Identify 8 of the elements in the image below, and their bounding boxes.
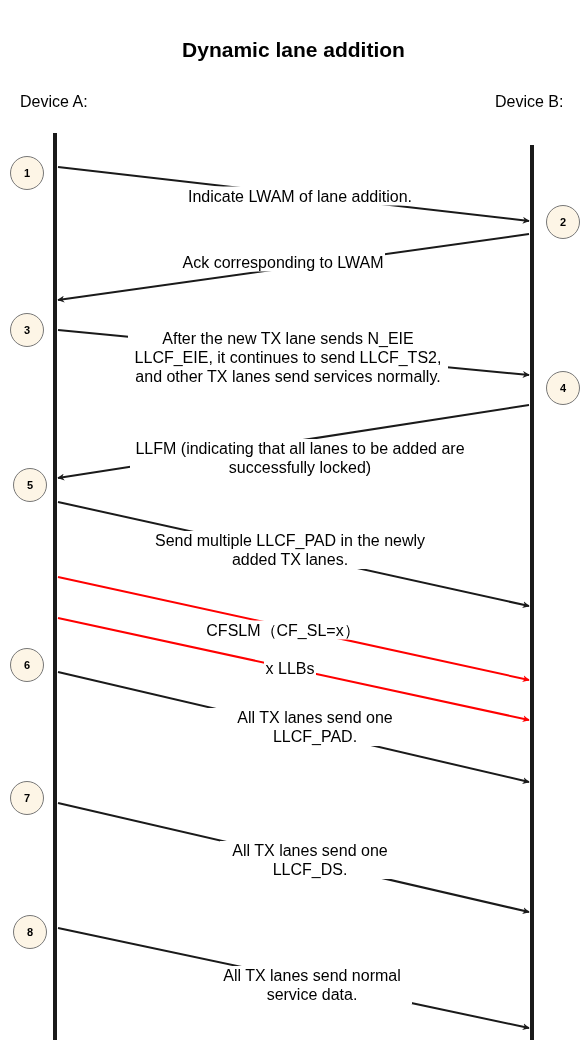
lifeline-label: Device B:	[495, 92, 564, 112]
message-arrow	[57, 617, 530, 723]
lifeline	[53, 133, 57, 1040]
edge-label: x LLBs	[263, 658, 317, 678]
diagram-title: Dynamic lane addition	[181, 37, 406, 63]
lifeline-label: Device A:	[20, 92, 88, 112]
lifeline	[530, 145, 534, 1040]
edge-label: Ack corresponding to LWAM	[180, 252, 386, 272]
